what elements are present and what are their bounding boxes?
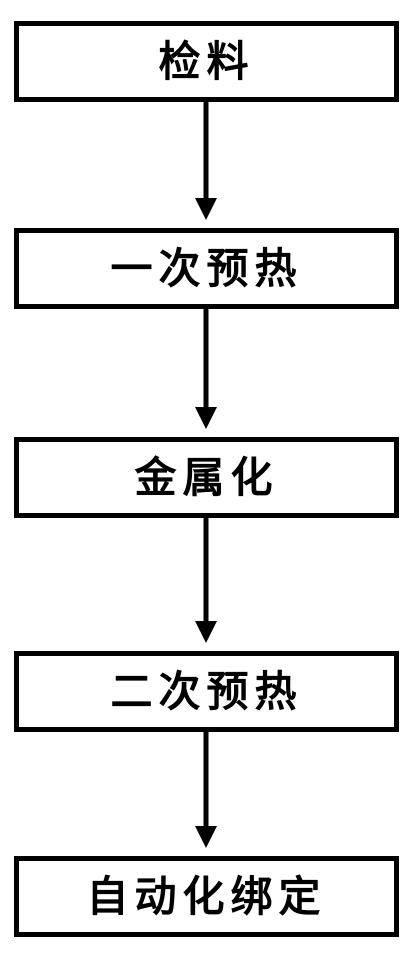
arrow-3-to-4 [195,518,217,643]
step-label: 二次预热 [110,666,303,716]
step-label: 金属化 [134,452,279,502]
step-box-first-preheat: 一次预热 [14,228,399,309]
step-label: 自动化绑定 [86,871,327,921]
step-box-second-preheat: 二次预热 [14,651,399,732]
step-label: 一次预热 [110,243,303,293]
step-label: 检料 [158,36,255,86]
step-box-automated-binding: 自动化绑定 [14,856,399,937]
arrow-2-to-3 [195,309,217,429]
step-box-inspection: 检料 [14,21,399,102]
arrow-4-to-5 [195,732,217,848]
arrow-1-to-2 [195,102,217,220]
step-box-metallization: 金属化 [14,437,399,518]
